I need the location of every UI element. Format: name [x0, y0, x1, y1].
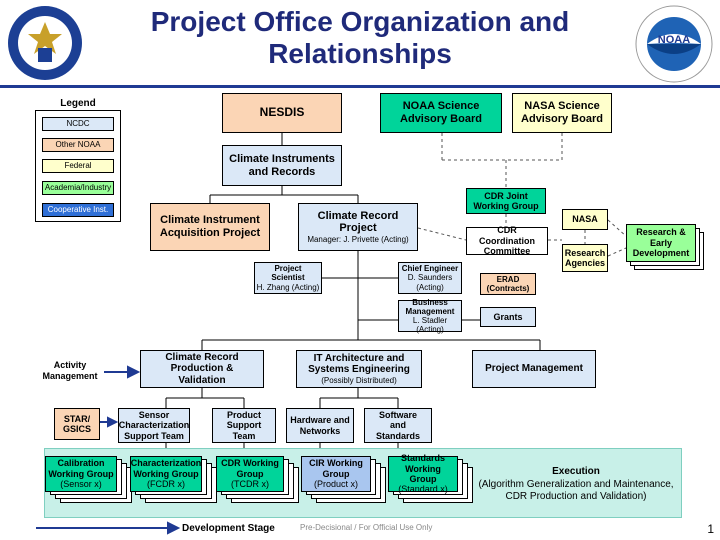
page-title: Project Office Organization and Relation… [95, 6, 625, 70]
node-research-early-development: Research & Early Development [626, 224, 696, 262]
node-cir-working-group: CIR Working Group (Product x) [301, 456, 371, 492]
project-scientist-name: H. Zhang (Acting) [256, 282, 320, 292]
node-climate-instruments-records: Climate Instruments and Records [222, 145, 342, 186]
node-hardware-networks: Hardware and Networks [286, 408, 354, 443]
node-grants: Grants [480, 307, 536, 327]
calibration-sub: (Sensor x) [60, 479, 102, 490]
noaa-logo-icon: NOAA [634, 4, 714, 84]
node-product-support-team: Product Support Team [212, 408, 276, 443]
node-erad-contracts: ERAD (Contracts) [480, 273, 536, 295]
node-standards-working-group: Standards Working Group (Standard x) [388, 453, 458, 495]
page-number: 1 [707, 522, 714, 536]
development-stage-label: Development Stage [182, 523, 275, 534]
cdr-wg-sub: (TCDR x) [231, 479, 269, 490]
cir-wg-sub: (Product x) [313, 479, 358, 490]
node-business-management: Business Management L. Stadler (Acting) [398, 297, 462, 335]
legend-other-noaa: Other NOAA [42, 138, 114, 152]
node-software-standards: Software and Standards [364, 408, 432, 443]
node-nasa-science-advisory-board: NASA Science Advisory Board [512, 93, 612, 133]
legend-title: Legend [60, 98, 96, 109]
title-line-1: Project Office Organization and [150, 6, 570, 37]
node-characterization-working-group: Characterization Working Group (FCDR x) [130, 456, 202, 492]
chief-engineer-title: Chief Engineer [401, 264, 459, 274]
execution-title: Execution [552, 466, 600, 477]
activity-management-label: Activity Management [42, 360, 98, 381]
climate-record-project-manager: Manager: J. Privette (Acting) [307, 235, 409, 245]
node-sensor-characterization-support-team: Sensor Characterization Support Team [118, 408, 190, 443]
node-nasa: NASA [562, 209, 608, 230]
legend-federal: Federal [42, 159, 114, 173]
node-cdr-joint-working-group: CDR Joint Working Group [466, 188, 546, 214]
node-climate-instrument-acquisition: Climate Instrument Acquisition Project [150, 203, 270, 251]
title-line-2: Relationships [268, 38, 452, 70]
node-cdr-working-group: CDR Working Group (TCDR x) [216, 456, 284, 492]
it-architecture-title: IT Architecture and Systems Engineering [308, 352, 410, 376]
predecisional-note: Pre-Decisional / For Official Use Only [300, 523, 433, 532]
node-nesdis: NESDIS [222, 93, 342, 133]
chief-engineer-name: D. Saunders (Acting) [407, 273, 453, 292]
node-chief-engineer: Chief Engineer D. Saunders (Acting) [398, 262, 462, 294]
node-star-gsics: STAR/ GSICS [54, 408, 100, 440]
node-project-management: Project Management [472, 350, 596, 388]
node-calibration-working-group: Calibration Working Group (Sensor x) [45, 456, 117, 492]
standards-wg-sub: (Standard x) [398, 484, 448, 495]
cdr-wg-title: CDR Working Group [221, 458, 279, 479]
node-it-architecture: IT Architecture and Systems Engineering … [296, 350, 422, 388]
standards-wg-title: Standards Working Group [400, 453, 445, 484]
legend-academia-industry: Academia/Industry [42, 181, 114, 195]
it-architecture-sub: (Possibly Distributed) [321, 375, 397, 385]
node-research-agencies: Research Agencies [562, 244, 608, 272]
node-climate-record-project: Climate Record Project Manager: J. Prive… [298, 203, 418, 251]
execution-sub: (Algorithm Generalization and Maintenanc… [478, 478, 674, 503]
commerce-seal-icon [6, 4, 84, 82]
climate-record-project-title: Climate Record Project [317, 209, 399, 235]
node-project-scientist: Project Scientist H. Zhang (Acting) [254, 262, 322, 294]
node-climate-record-production-validation: Climate Record Production & Validation [140, 350, 264, 388]
node-noaa-science-advisory-board: NOAA Science Advisory Board [380, 93, 502, 133]
project-scientist-title: Project Scientist [271, 264, 305, 283]
legend-ncdc: NCDC [42, 117, 114, 131]
characterization-title: Characterization Working Group [130, 458, 202, 479]
business-management-title: Business Management [405, 297, 455, 316]
calibration-title: Calibration Working Group [48, 458, 114, 479]
node-cdr-coordination-committee: CDR Coordination Committee [466, 225, 548, 256]
execution-label: Execution (Algorithm Generalization and … [476, 466, 676, 504]
noaa-logo-text: NOAA [657, 34, 691, 46]
legend-cooperative-inst: Cooperative Inst. [42, 203, 114, 217]
cir-wg-title: CIR Working Group [309, 458, 363, 479]
header-bar [0, 0, 720, 88]
characterization-sub: (FCDR x) [147, 479, 185, 490]
business-management-name: L. Stadler (Acting) [412, 316, 448, 335]
